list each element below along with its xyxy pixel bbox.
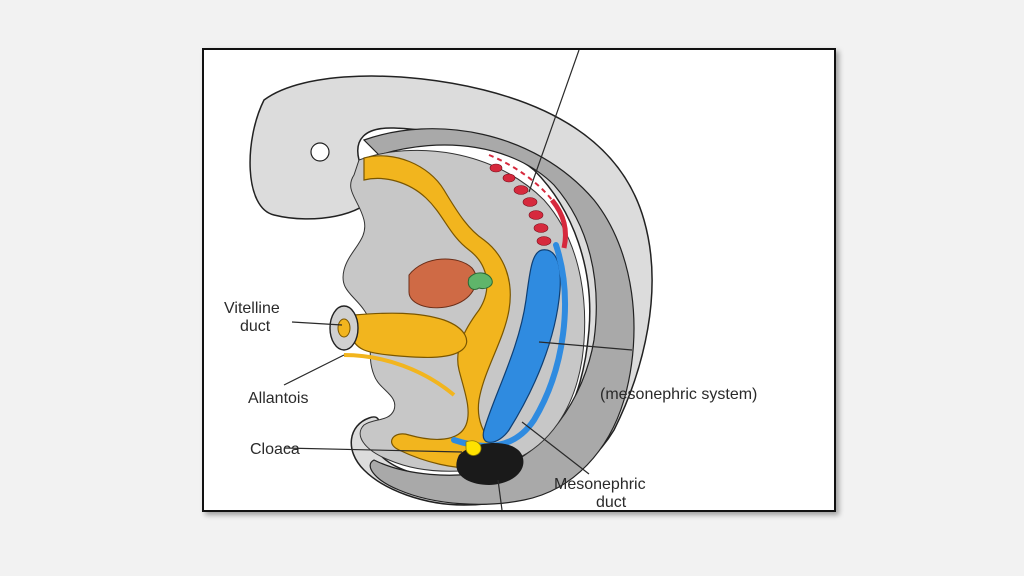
tubule: [502, 173, 516, 183]
dorsal-band: [362, 128, 635, 505]
leader-lines: [283, 50, 633, 510]
green-bud: [467, 272, 493, 291]
allantois-duct: [343, 353, 456, 397]
vitelline-lumen: [337, 318, 351, 338]
label-mesonephric-system: (mesonephric system): [600, 386, 757, 403]
label-allantois: Allantois: [248, 390, 308, 407]
leader-allantois: [283, 354, 345, 386]
mesonephric-system: [482, 249, 561, 443]
tubule: [522, 197, 538, 207]
gut-tube: [363, 155, 511, 469]
head-eye: [310, 142, 330, 162]
tubule: [513, 185, 529, 195]
leader-top-pointer: [528, 50, 580, 193]
cloaca-highlight: [465, 440, 482, 456]
diagram-frame: Vitelline duct Allantois Cloaca (mesonep…: [202, 48, 836, 512]
tubule: [528, 210, 544, 220]
embryo-diagram: Vitelline duct Allantois Cloaca (mesonep…: [224, 50, 757, 510]
label-mesonephric-duct-line2: duct: [596, 494, 627, 510]
label-mesonephric-duct-line1: Mesonephric: [554, 476, 646, 493]
vitelline-duct: [351, 312, 468, 359]
leader-mesonephric-system: [538, 341, 633, 351]
label-vitelline-line2: duct: [240, 318, 271, 335]
tubule: [533, 223, 549, 233]
nephric-tubules: [489, 163, 552, 246]
red-stripe: [550, 198, 568, 249]
label-cloaca: Cloaca: [250, 441, 300, 458]
label-vitelline-line1: Vitelline: [224, 300, 280, 317]
tubule: [536, 236, 552, 246]
leader-bottom: [497, 479, 503, 510]
leader-vitelline: [291, 321, 343, 326]
tubule: [489, 163, 503, 173]
leader-mesonephric-duct: [521, 421, 590, 475]
leader-cloaca: [283, 447, 463, 453]
